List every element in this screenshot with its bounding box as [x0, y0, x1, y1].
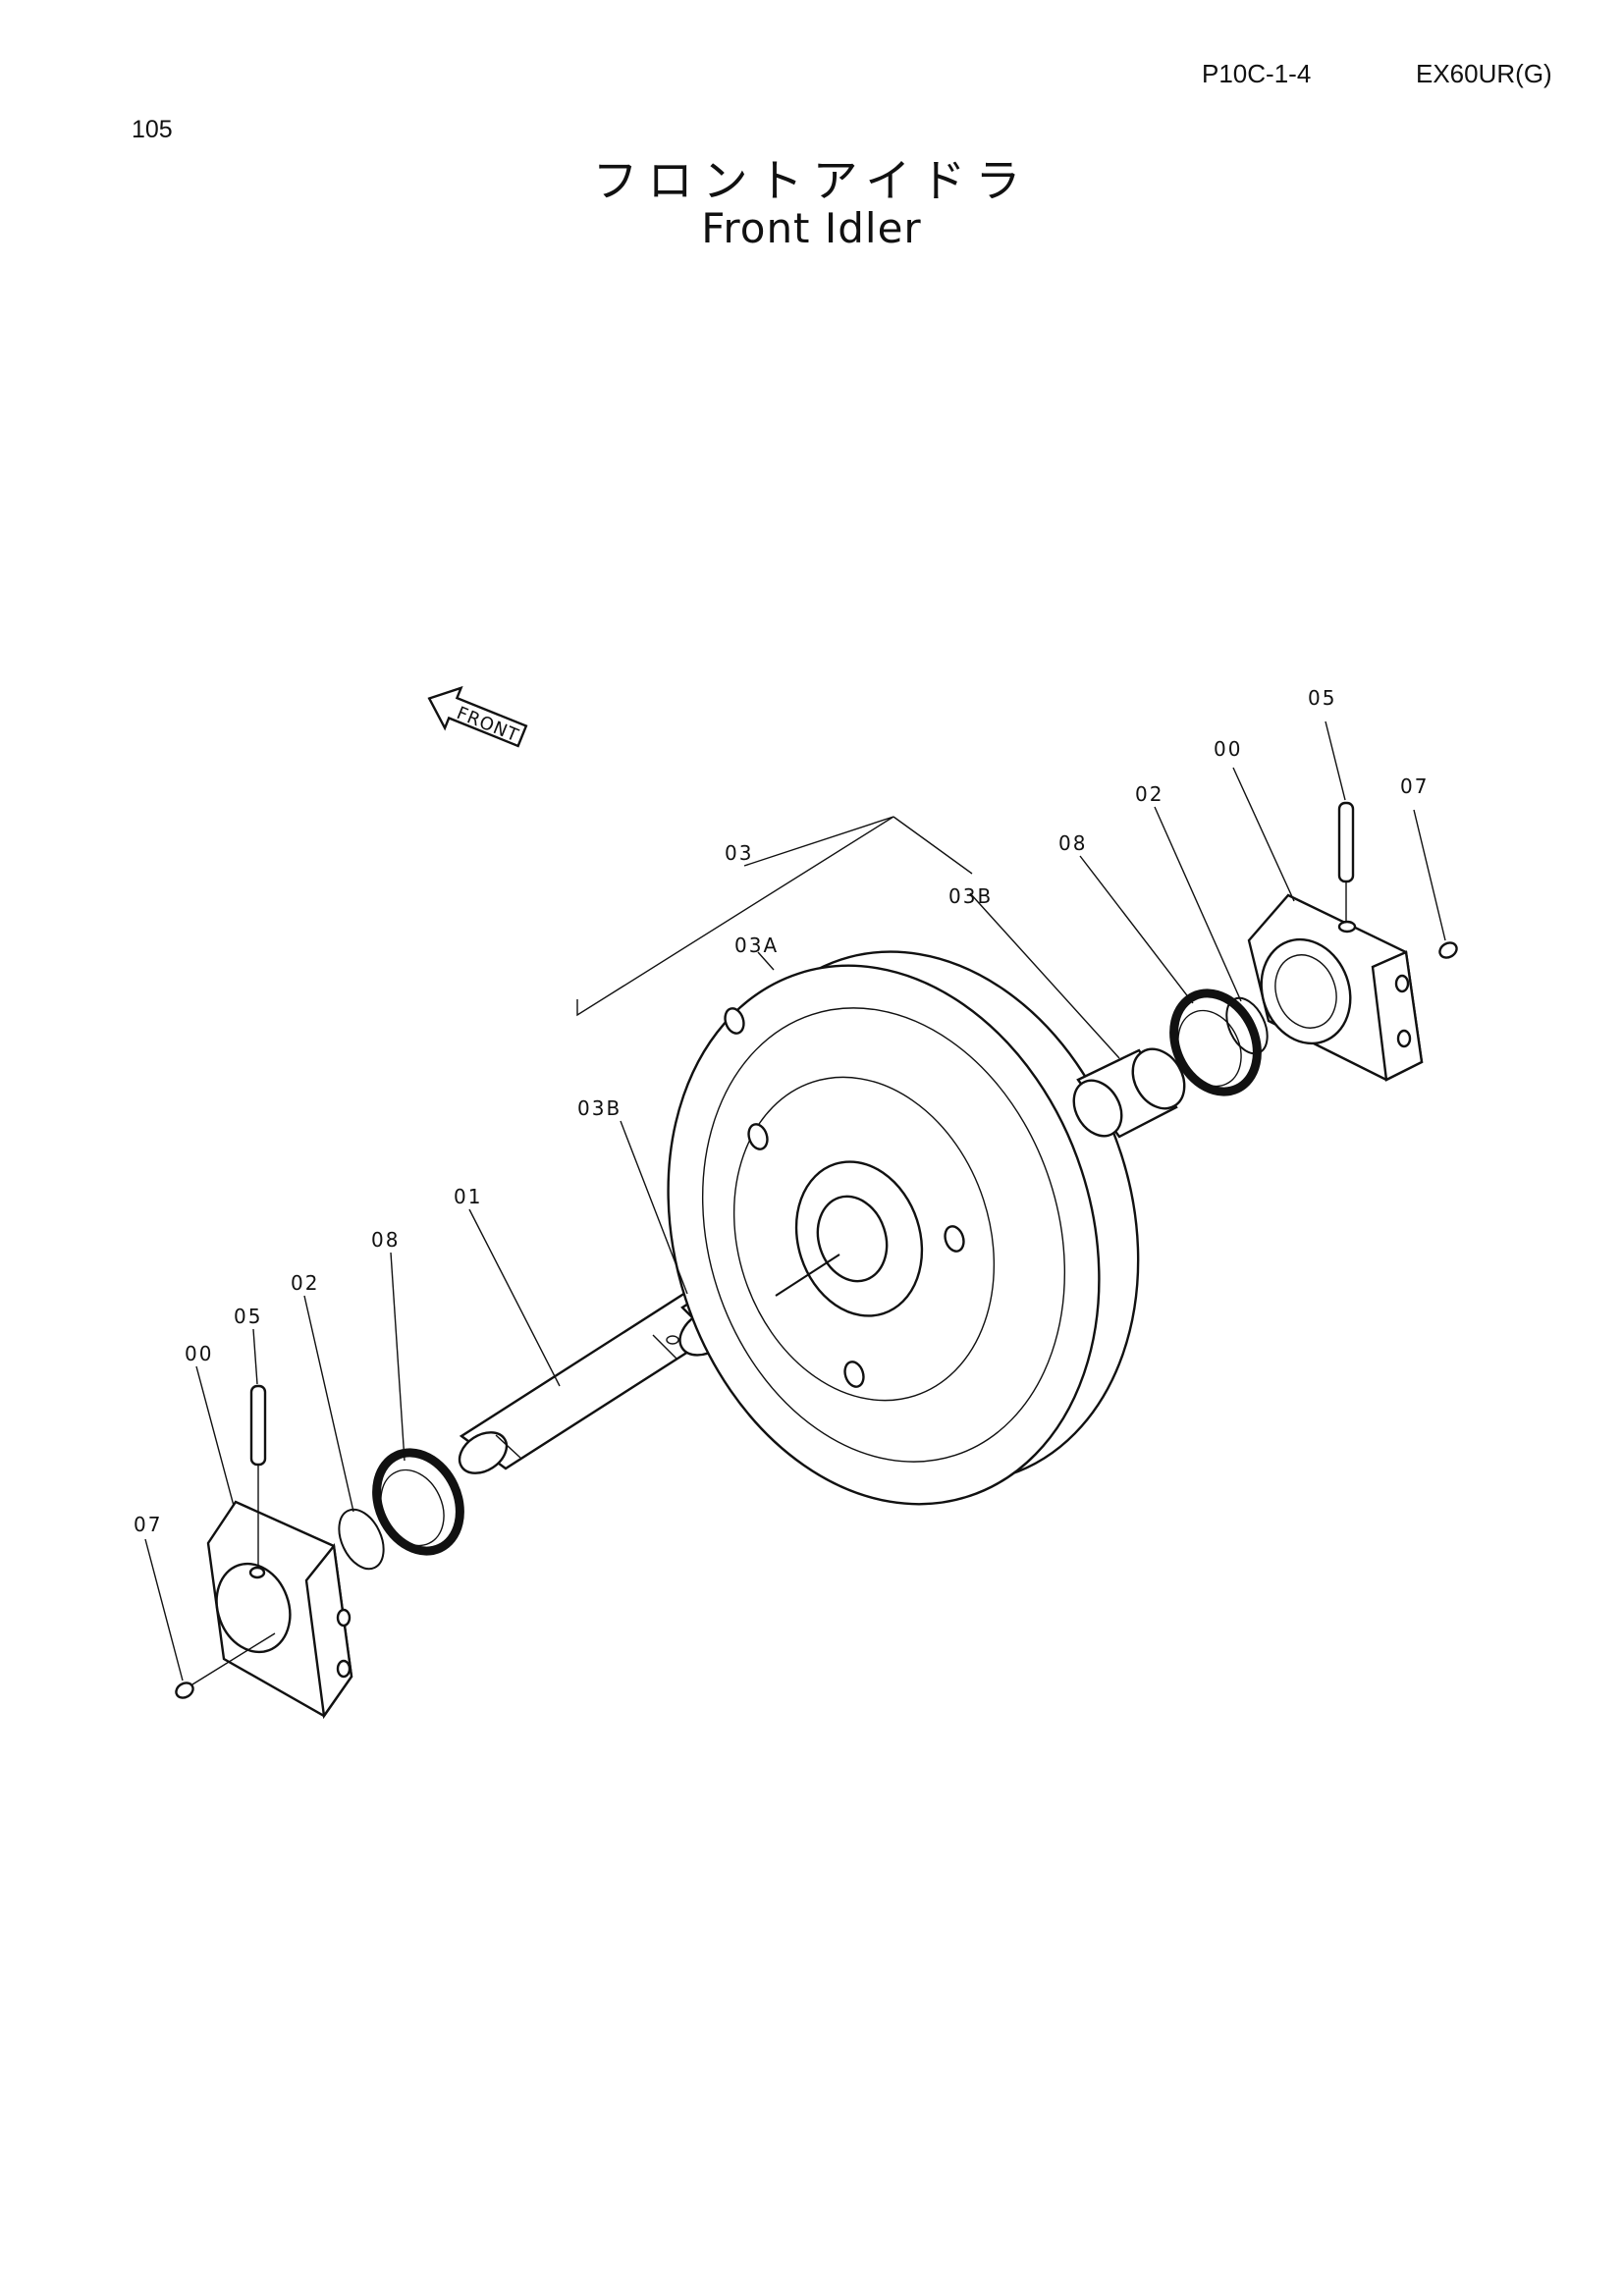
callout-03b-right: 03B	[948, 884, 993, 908]
shaft-oil-hole	[666, 1335, 679, 1345]
support-bolt-hole	[336, 1659, 352, 1679]
callout-05-left: 05	[234, 1305, 262, 1328]
pin-body	[1337, 801, 1355, 883]
plug-body	[175, 1682, 194, 1699]
support-bolt-hole	[336, 1608, 352, 1628]
bushing-03b-right	[1072, 1047, 1186, 1139]
title-japanese: フロントアイドラ	[592, 154, 1031, 207]
plug-axis-line	[191, 1632, 276, 1685]
callout-02-left: 02	[291, 1271, 319, 1295]
support-bore-inner	[1274, 954, 1337, 1029]
callout-08-right: 08	[1058, 831, 1087, 855]
callout-labels: 05 00 07 02 08 03 03B 03A 03B 01 08 02 0…	[134, 686, 1429, 1536]
pin-body	[249, 1384, 267, 1467]
bushing-end	[1072, 1079, 1123, 1138]
support-00-right	[1247, 893, 1424, 1082]
model-code: EX60UR(G)	[1416, 59, 1552, 88]
support-pin-hole	[1337, 920, 1357, 934]
wheel-hole	[747, 1123, 769, 1150]
wheel-web	[732, 1076, 996, 1402]
shaft-step-line	[652, 1334, 678, 1361]
wheel-bore	[816, 1195, 889, 1283]
o-ring-02-left	[338, 1508, 385, 1571]
seal-ring-outer	[1169, 988, 1262, 1096]
shaft-axis-line	[775, 1254, 840, 1297]
bushing-flange	[1131, 1047, 1186, 1110]
wheel-hole	[944, 1225, 965, 1253]
callout-01: 01	[454, 1185, 482, 1208]
callout-03-group: 03	[725, 841, 753, 865]
leader-lines	[144, 721, 1446, 1682]
page-code: P10C-1-4	[1202, 59, 1312, 88]
callout-05-right: 05	[1308, 686, 1336, 710]
shaft-end-left	[458, 1431, 509, 1474]
floating-seal-08-left	[372, 1448, 464, 1556]
front-arrow: FRONT	[427, 685, 528, 748]
seal-ring-inner	[1177, 1009, 1242, 1088]
o-ring-02-right	[1225, 996, 1269, 1055]
front-arrow-shape	[427, 685, 528, 748]
callout-07-left: 07	[134, 1513, 162, 1536]
pin-05-left	[249, 1384, 267, 1467]
support-00-left	[206, 1500, 353, 1720]
floating-seal-08-right	[1169, 988, 1262, 1096]
pin-05-right	[1337, 801, 1355, 883]
callout-07-right: 07	[1400, 774, 1429, 798]
title-english: Front Idler	[701, 204, 922, 252]
plug-07-left	[175, 1682, 194, 1699]
callout-03a: 03A	[734, 934, 779, 957]
wheel-hole	[724, 1007, 745, 1035]
support-bore-outer	[1260, 937, 1352, 1045]
seal-ring-outer	[372, 1448, 464, 1556]
callout-03b-left: 03B	[577, 1096, 622, 1120]
callout-02-right: 02	[1135, 782, 1163, 806]
page-number: 105	[132, 116, 173, 143]
callout-00-left: 00	[185, 1342, 213, 1365]
callout-00-right: 00	[1214, 737, 1242, 761]
idler-wheel-03a	[667, 950, 1140, 1506]
shaft-step-line	[495, 1434, 521, 1459]
support-pin-hole	[248, 1566, 266, 1579]
wheel-tread-ring	[701, 1007, 1066, 1463]
plug-body	[1438, 941, 1458, 959]
plug-07-right	[1438, 941, 1458, 959]
seal-ring-inner	[380, 1468, 445, 1547]
support-side-face	[1371, 950, 1424, 1082]
support-bore-outer	[215, 1562, 292, 1654]
wheel-hole	[843, 1361, 865, 1388]
callout-08-left: 08	[371, 1228, 400, 1252]
support-bolt-hole	[1394, 974, 1410, 993]
support-bolt-hole	[1396, 1029, 1412, 1048]
